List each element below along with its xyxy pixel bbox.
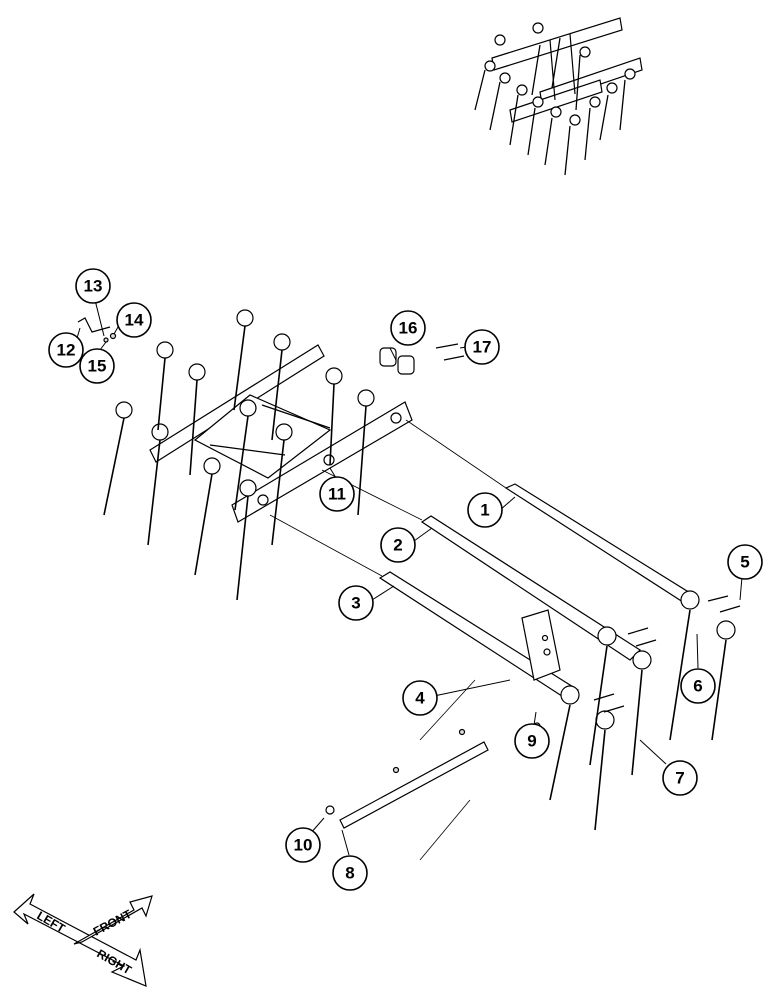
svg-text:15: 15: [88, 357, 107, 376]
svg-text:14: 14: [125, 311, 144, 330]
svg-text:13: 13: [84, 277, 103, 296]
callout-15: 15: [79, 348, 115, 384]
frame-coils: [115, 309, 375, 497]
svg-text:10: 10: [294, 836, 313, 855]
front-arrow: [73, 895, 153, 945]
svg-text:6: 6: [693, 677, 702, 696]
callout-2: 2: [380, 527, 416, 563]
shaft-coils: [560, 590, 736, 730]
svg-text:1: 1: [480, 501, 489, 520]
assembly-thumbnail: [474, 17, 643, 176]
svg-text:17: 17: [473, 338, 492, 357]
callout-11: 11: [319, 476, 355, 512]
svg-text:4: 4: [415, 689, 425, 708]
item-17-pins: [435, 343, 465, 361]
frame-tines: [103, 325, 367, 601]
callout-8: 8: [332, 855, 368, 891]
leader-lines: [74, 299, 743, 861]
svg-text:16: 16: [399, 319, 418, 338]
orientation-front-label: FRONT: [91, 907, 135, 939]
svg-text:11: 11: [328, 485, 346, 504]
svg-text:12: 12: [57, 341, 76, 360]
shaft-tines: [549, 609, 727, 831]
callout-5: 5: [727, 544, 763, 580]
callout-7: 7: [662, 760, 698, 796]
thumbnail-tines: [474, 37, 626, 176]
connecting-bar: [325, 728, 489, 829]
item-12-15-hardware: [77, 317, 117, 343]
svg-text:9: 9: [527, 732, 536, 751]
svg-text:7: 7: [675, 769, 684, 788]
callout-12: 12: [48, 332, 84, 368]
item-16-bushings: [379, 347, 415, 375]
svg-text:2: 2: [393, 536, 402, 555]
callout-4: 4: [402, 680, 438, 716]
svg-text:8: 8: [345, 864, 354, 883]
callout-10: 10: [285, 827, 321, 863]
thumbnail-coils: [484, 22, 636, 126]
callout-13: 13: [75, 268, 111, 304]
bolts: [593, 595, 741, 713]
orientation-arrows: LEFT FRONT RIGHT: [13, 893, 153, 987]
callout-6: 6: [680, 668, 716, 704]
callout-14: 14: [116, 302, 152, 338]
svg-text:3: 3: [351, 594, 360, 613]
callout-3: 3: [338, 585, 374, 621]
callout-16: 16: [390, 310, 426, 346]
shafts: [269, 419, 696, 701]
callout-9: 9: [514, 723, 550, 759]
callout-17: 17: [464, 329, 500, 365]
callout-1: 1: [467, 492, 503, 528]
svg-text:5: 5: [740, 553, 749, 572]
